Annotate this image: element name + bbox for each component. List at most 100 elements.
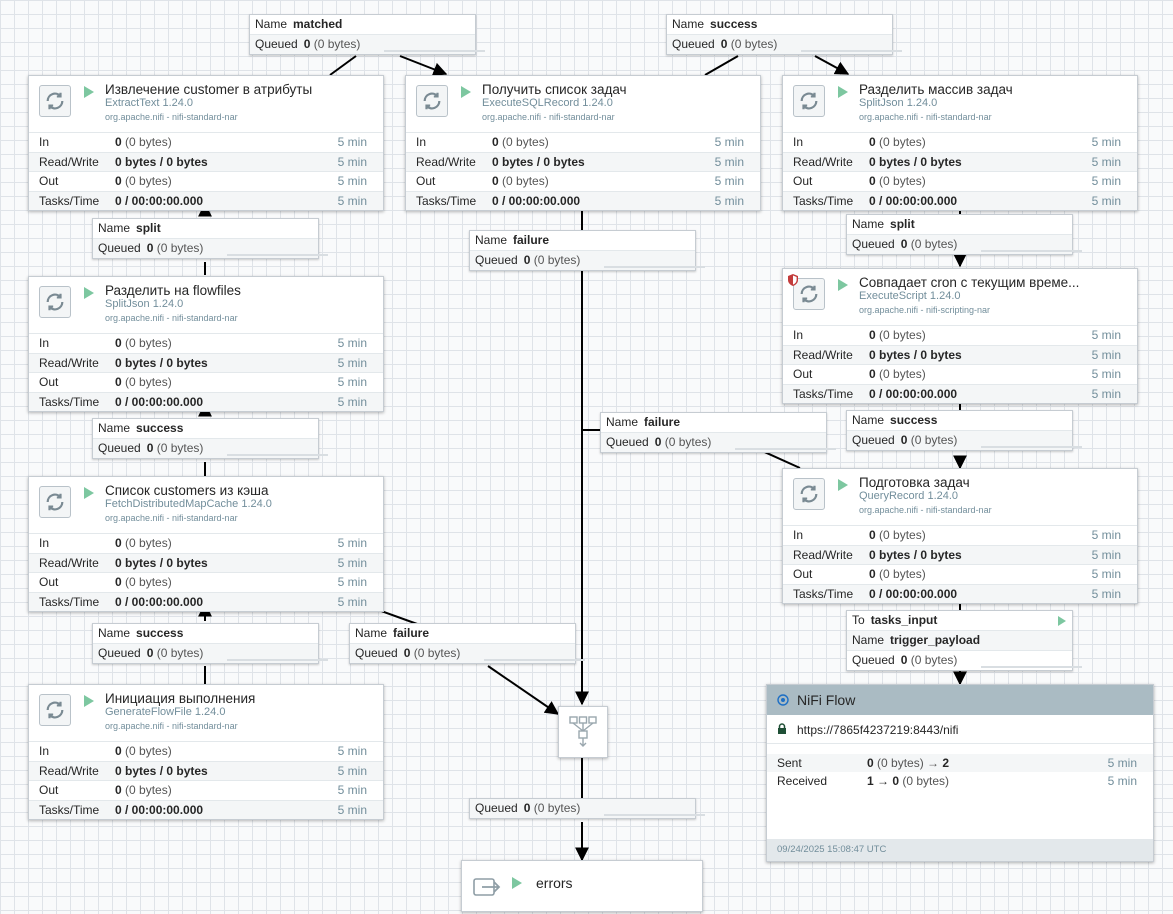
remote-url[interactable]: https://7865f4237219:8443/nifi: [797, 723, 959, 737]
remote-process-group[interactable]: NiFi Flow https://7865f4237219:8443/nifi…: [766, 684, 1154, 862]
processor-icon: [39, 694, 71, 726]
funnel-icon: [569, 716, 597, 747]
running-icon: [838, 479, 848, 491]
processor-bundle: org.apache.nifi - nifi-standard-nar: [105, 513, 238, 523]
running-icon: [838, 86, 848, 98]
processor-name: Разделить на flowfiles: [105, 283, 241, 298]
processor-icon: [416, 85, 448, 117]
processor-bundle: org.apache.nifi - nifi-standard-nar: [482, 112, 615, 122]
processor-type: QueryRecord 1.24.0: [859, 490, 959, 502]
wire-matched-2: [399, 55, 448, 76]
processor-bundle: org.apache.nifi - nifi-standard-nar: [105, 313, 238, 323]
processor-icon: [793, 278, 825, 310]
processor-extract-customer[interactable]: Извлечение customer в атрибуты ExtractTe…: [28, 75, 384, 211]
running-icon: [838, 279, 848, 291]
wire-failure-fetch-2: [487, 665, 560, 715]
output-port-name: errors: [536, 875, 573, 891]
wire-success-top-2: [814, 55, 850, 75]
remote-timestamp: 09/24/2025 15:08:47 UTC: [767, 839, 1153, 861]
transmitting-icon: [1058, 616, 1066, 626]
processor-get-task-list[interactable]: Получить список задач ExecuteSQLRecord 1…: [405, 75, 761, 211]
processor-type: ExecuteScript 1.24.0: [859, 290, 961, 302]
processor-bundle: org.apache.nifi - nifi-standard-nar: [859, 112, 992, 122]
running-icon: [84, 86, 94, 98]
processor-icon: [39, 85, 71, 117]
processor-name: Разделить массив задач: [859, 82, 1013, 97]
processor-name: Список customers из кэша: [105, 483, 269, 498]
processor-type: ExtractText 1.24.0: [105, 97, 194, 109]
processor-fetch-customers[interactable]: Список customers из кэша FetchDistribute…: [28, 476, 384, 612]
processor-name: Подготовка задач: [859, 475, 970, 490]
processor-type: FetchDistributedMapCache 1.24.0: [105, 498, 272, 510]
running-icon: [84, 487, 94, 499]
running-icon: [84, 287, 94, 299]
processor-type: GenerateFlowFile 1.24.0: [105, 706, 226, 718]
processor-split-task-array[interactable]: Разделить массив задач SplitJson 1.24.0 …: [782, 75, 1138, 211]
processor-cron-match[interactable]: Совпадает cron с текущим време... Execut…: [782, 268, 1138, 404]
stat-received: Received 1 → 0 (0 bytes) 5 min: [777, 774, 1137, 788]
running-icon: [461, 86, 471, 98]
processor-name: Инициация выполнения: [105, 691, 256, 706]
output-port-icon: [473, 878, 501, 896]
processor-type: ExecuteSQLRecord 1.24.0: [482, 97, 613, 109]
processor-split-flowfiles[interactable]: Разделить на flowfiles SplitJson 1.24.0 …: [28, 276, 384, 412]
processor-name: Совпадает cron с текущим време...: [859, 275, 1080, 290]
processor-bundle: org.apache.nifi - nifi-standard-nar: [105, 721, 238, 731]
remote-group-title: NiFi Flow: [797, 692, 856, 708]
remote-globe-icon: [777, 694, 789, 706]
processor-name: Получить список задач: [482, 82, 627, 97]
processor-generate-flowfile[interactable]: Инициация выполнения GenerateFlowFile 1.…: [28, 684, 384, 820]
processor-type: SplitJson 1.24.0: [105, 298, 184, 310]
output-port-errors[interactable]: errors: [461, 860, 703, 912]
wire-matched: [329, 55, 357, 76]
processor-bundle: org.apache.nifi - nifi-standard-nar: [859, 505, 992, 515]
processor-icon: [793, 85, 825, 117]
processor-bundle: org.apache.nifi - nifi-scripting-nar: [859, 305, 991, 315]
funnel[interactable]: [558, 706, 608, 758]
processor-icon: [39, 486, 71, 518]
restricted-shield-icon: [788, 274, 798, 286]
processor-name: Извлечение customer в атрибуты: [105, 82, 313, 97]
processor-prepare-tasks[interactable]: Подготовка задач QueryRecord 1.24.0 org.…: [782, 468, 1138, 604]
wire-success-top: [704, 55, 739, 76]
